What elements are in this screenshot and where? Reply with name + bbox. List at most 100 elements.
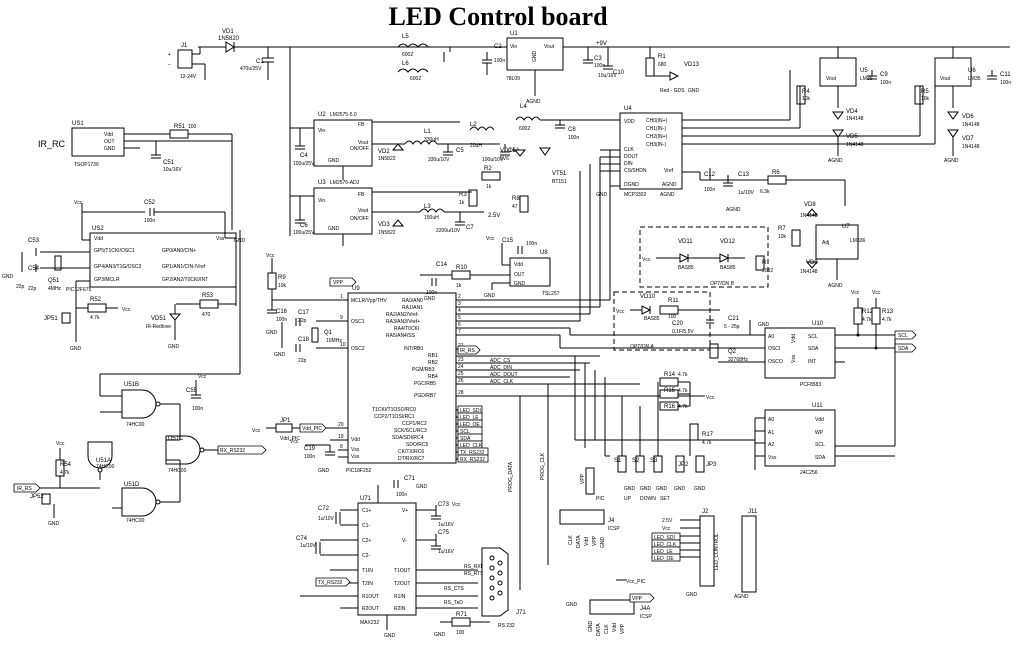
svg-text:100n: 100n [494, 58, 505, 64]
svg-text:PIC12F675: PIC12F675 [66, 287, 92, 293]
svg-text:L1: L1 [424, 129, 431, 135]
l5-inductor [397, 43, 429, 48]
svg-text:PGC/RB5: PGC/RB5 [414, 381, 436, 387]
svg-text:GND: GND [416, 484, 428, 490]
svg-text:U5: U5 [860, 68, 868, 74]
svg-text:DOWN: DOWN [640, 496, 656, 502]
svg-text:VD2: VD2 [378, 149, 390, 155]
jp51-jumper [61, 312, 71, 324]
svg-text:100u/10V: 100u/10V [482, 157, 504, 163]
svg-text:100: 100 [456, 630, 465, 636]
vpp-flag [329, 277, 357, 287]
svg-text:JP3: JP3 [706, 462, 717, 468]
option-a-box [613, 291, 711, 351]
svg-text:LM2576-ADJ: LM2576-ADJ [330, 180, 360, 186]
j4a-header [589, 599, 635, 615]
u71-max232: U71 MAX232 C1+ C1- C2+ C2- T1IN T2IN R1O… [296, 476, 478, 639]
svg-text:10u/16V: 10u/16V [598, 73, 617, 79]
svg-text:VDD: VDD [624, 119, 635, 125]
svg-text:GND: GND [596, 192, 608, 198]
svg-text:C1: C1 [256, 59, 264, 65]
svg-text:10k: 10k [802, 96, 811, 102]
ir-rs-flag [457, 345, 481, 355]
svg-text:J4: J4 [608, 518, 615, 524]
svg-text:SDO/RC5: SDO/RC5 [406, 442, 428, 448]
svg-text:2200u/10V: 2200u/10V [436, 228, 461, 234]
svg-text:Vcc: Vcc [616, 309, 625, 315]
svg-text:IR_RS: IR_RS [17, 486, 32, 492]
svg-text:S1: S1 [614, 458, 622, 464]
svg-text:T1IN: T1IN [362, 568, 373, 574]
r2-resistor [481, 171, 501, 181]
svg-text:C2: C2 [494, 44, 502, 50]
svg-text:LM35: LM35 [968, 76, 981, 82]
svg-text:RA0/AN0: RA0/AN0 [402, 298, 423, 304]
svg-text:U11: U11 [812, 403, 823, 409]
svg-text:R17: R17 [702, 432, 714, 438]
svg-text:AGND: AGND [526, 99, 541, 105]
svg-text:330u/10V: 330u/10V [428, 157, 450, 163]
svg-text:LED_OE: LED_OE [460, 422, 480, 428]
svg-text:C16: C16 [276, 309, 288, 315]
svg-text:1N4148: 1N4148 [800, 269, 818, 275]
board-title: LED Control board [388, 2, 608, 31]
svg-text:SCK/SCL/RC3: SCK/SCL/RC3 [394, 428, 427, 434]
svg-text:CH2(IN+): CH2(IN+) [646, 134, 668, 140]
svg-text:R9: R9 [278, 275, 286, 281]
svg-text:10k: 10k [921, 96, 930, 102]
svg-text:22p: 22p [298, 318, 307, 324]
svg-text:CH3(IN-): CH3(IN-) [646, 142, 666, 148]
svg-text:RX_RS232: RX_RS232 [460, 457, 485, 463]
svg-text:U51B: U51B [124, 382, 139, 388]
svg-text:19: 19 [338, 434, 344, 440]
svg-text:Vdd_PIC: Vdd_PIC [280, 436, 300, 442]
svg-text:GND: GND [674, 486, 686, 492]
svg-text:LM35: LM35 [860, 76, 873, 82]
svg-text:4.7k: 4.7k [678, 372, 688, 378]
svg-text:GP0/AN0/CIN+: GP0/AN0/CIN+ [162, 248, 196, 254]
svg-text:12-24V: 12-24V [180, 74, 197, 80]
u7-lm336 [815, 224, 859, 260]
svg-text:GND: GND [2, 274, 14, 280]
svg-text:VD9: VD9 [806, 260, 818, 266]
svg-text:CS/SHDN: CS/SHDN [624, 168, 647, 174]
svg-text:RA5/AN4/SS: RA5/AN4/SS [386, 333, 416, 339]
svg-text:AGND: AGND [944, 158, 959, 164]
svg-text:OSCI: OSCI [768, 346, 780, 352]
svg-text:4.7k: 4.7k [60, 470, 70, 476]
svg-text:R12: R12 [862, 309, 874, 315]
svg-text:R2: R2 [484, 166, 492, 172]
svg-text:MCP3302: MCP3302 [624, 192, 646, 198]
svg-text:PROG_CLK: PROG_CLK [540, 452, 546, 480]
svg-text:SDA: SDA [815, 455, 826, 461]
r4-resistor [796, 85, 806, 105]
svg-text:Vss: Vss [791, 354, 797, 363]
svg-text:GND: GND [624, 486, 636, 492]
svg-text:0.1F/5.5V: 0.1F/5.5V [672, 329, 694, 335]
svg-text:4.7k: 4.7k [702, 440, 712, 446]
svg-text:PROG_DATA: PROG_DATA [508, 461, 514, 492]
svg-text:IR-Redlove: IR-Redlove [146, 324, 171, 330]
svg-text:Vin: Vin [318, 128, 325, 134]
svg-text:ADC_DOUT: ADC_DOUT [490, 372, 518, 378]
vd3-diode [391, 219, 405, 227]
svg-text:20uH: 20uH [470, 143, 482, 149]
svg-text:T2IN: T2IN [362, 581, 373, 587]
svg-text:PIC18F252: PIC18F252 [346, 468, 372, 474]
svg-text:LM336: LM336 [850, 238, 866, 244]
svg-text:Vcc: Vcc [74, 200, 83, 206]
svg-text:Vcc: Vcc [851, 290, 860, 296]
svg-text:U3: U3 [318, 180, 326, 186]
svg-text:GND: GND [688, 88, 700, 94]
svg-text:U4: U4 [624, 106, 632, 112]
svg-text:OPTION A: OPTION A [630, 344, 654, 350]
svg-text:VD1: VD1 [222, 29, 234, 35]
svg-text:1u/10V: 1u/10V [300, 543, 317, 549]
svg-text:100: 100 [668, 314, 677, 320]
svg-text:VD11: VD11 [678, 239, 693, 245]
svg-text:4.7k: 4.7k [678, 404, 688, 410]
svg-text:ON/OFF: ON/OFF [350, 146, 369, 152]
svg-text:GP4/AN3/T1G/OSC2: GP4/AN3/T1G/OSC2 [94, 264, 141, 270]
svg-text:74HC00: 74HC00 [126, 518, 145, 524]
svg-text:VD5: VD5 [846, 134, 858, 140]
